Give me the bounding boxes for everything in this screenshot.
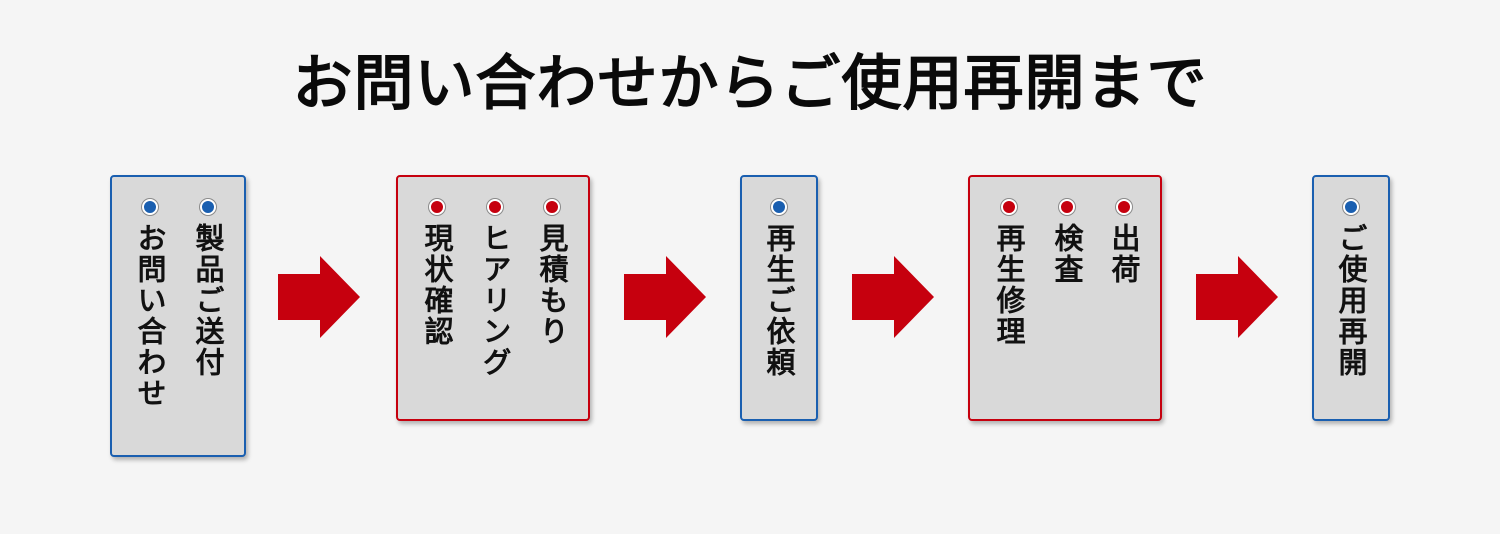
step-1-box: 製品ご送付 お問い合わせ (110, 175, 246, 457)
step-2-item-1: 見積もり (534, 199, 570, 347)
step-3-item-1: 再生ご依頼 (761, 199, 797, 378)
step-5-box: ご使用再開 (1312, 175, 1390, 421)
step-4-item-3: 再生修理 (991, 199, 1027, 347)
step-2-item-2: ヒアリング (477, 199, 513, 378)
step-item-label: 再生修理 (992, 223, 1026, 347)
step-item-label: 出荷 (1107, 223, 1141, 285)
step-item-label: 再生ご依頼 (762, 223, 796, 378)
bullet-dot-icon (771, 199, 787, 215)
step-item-label: ご使用再開 (1334, 223, 1368, 378)
step-1-item-2: お問い合わせ (132, 199, 168, 409)
step-item-label: 見積もり (535, 223, 569, 347)
step-3-box: 再生ご依頼 (740, 175, 818, 421)
right-arrow-icon (624, 256, 706, 338)
page-title: お問い合わせからご使用再開まで (292, 49, 1208, 119)
step-item-label: 検査 (1050, 223, 1084, 285)
step-4-box: 出荷 検査 再生修理 (968, 175, 1162, 421)
step-4-item-2: 検査 (1049, 199, 1085, 285)
step-item-label: お問い合わせ (133, 223, 167, 409)
step-item-label: 現状確認 (420, 223, 454, 347)
bullet-dot-icon (544, 199, 560, 215)
step-1-item-1: 製品ご送付 (190, 199, 226, 378)
bullet-dot-icon (142, 199, 158, 215)
bullet-dot-icon (1343, 199, 1359, 215)
right-arrow-icon (278, 256, 360, 338)
bullet-dot-icon (1001, 199, 1017, 215)
step-item-label: ヒアリング (478, 223, 512, 378)
step-2-box: 見積もり ヒアリング 現状確認 (396, 175, 590, 421)
bullet-dot-icon (1116, 199, 1132, 215)
step-2-item-3: 現状確認 (419, 199, 455, 347)
step-item-label: 製品ご送付 (191, 223, 225, 378)
bullet-dot-icon (429, 199, 445, 215)
bullet-dot-icon (487, 199, 503, 215)
step-4-item-1: 出荷 (1106, 199, 1142, 285)
bullet-dot-icon (1059, 199, 1075, 215)
right-arrow-icon (1196, 256, 1278, 338)
bullet-dot-icon (200, 199, 216, 215)
step-5-item-1: ご使用再開 (1333, 199, 1369, 378)
right-arrow-icon (852, 256, 934, 338)
